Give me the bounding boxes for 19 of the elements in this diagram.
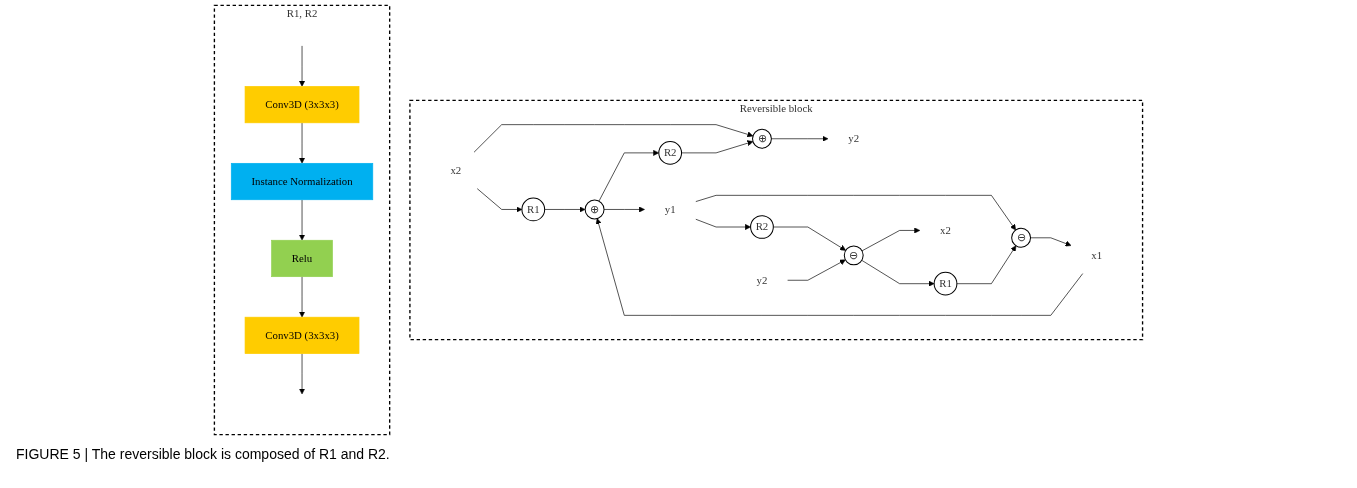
- figure-caption: FIGURE 5 | The reversible block is composed of R1 and R2.: [16, 446, 390, 462]
- node-box: Conv3D (3x3x3): [244, 86, 360, 124]
- node-text: y2: [848, 132, 860, 145]
- node-text: y1: [664, 203, 676, 215]
- node-circle: ⊕: [752, 128, 772, 149]
- node-text: y2: [756, 274, 768, 286]
- node-box: Conv3D (3x3x3): [244, 316, 360, 354]
- node-box: Instance Normalization: [230, 162, 374, 201]
- node-circle: R1: [521, 197, 546, 222]
- node-text: x2: [450, 164, 462, 176]
- node-text: x1: [1091, 249, 1103, 261]
- node-circle: R1: [933, 271, 958, 296]
- node-box: Relu: [271, 239, 333, 278]
- node-text: x2: [940, 224, 951, 236]
- node-circle: R2: [750, 215, 774, 239]
- node-circle: ⊖: [843, 245, 864, 266]
- node-circle: ⊕: [584, 199, 605, 220]
- node-circle: ⊖: [1011, 227, 1032, 248]
- node-circle: R2: [658, 141, 683, 165]
